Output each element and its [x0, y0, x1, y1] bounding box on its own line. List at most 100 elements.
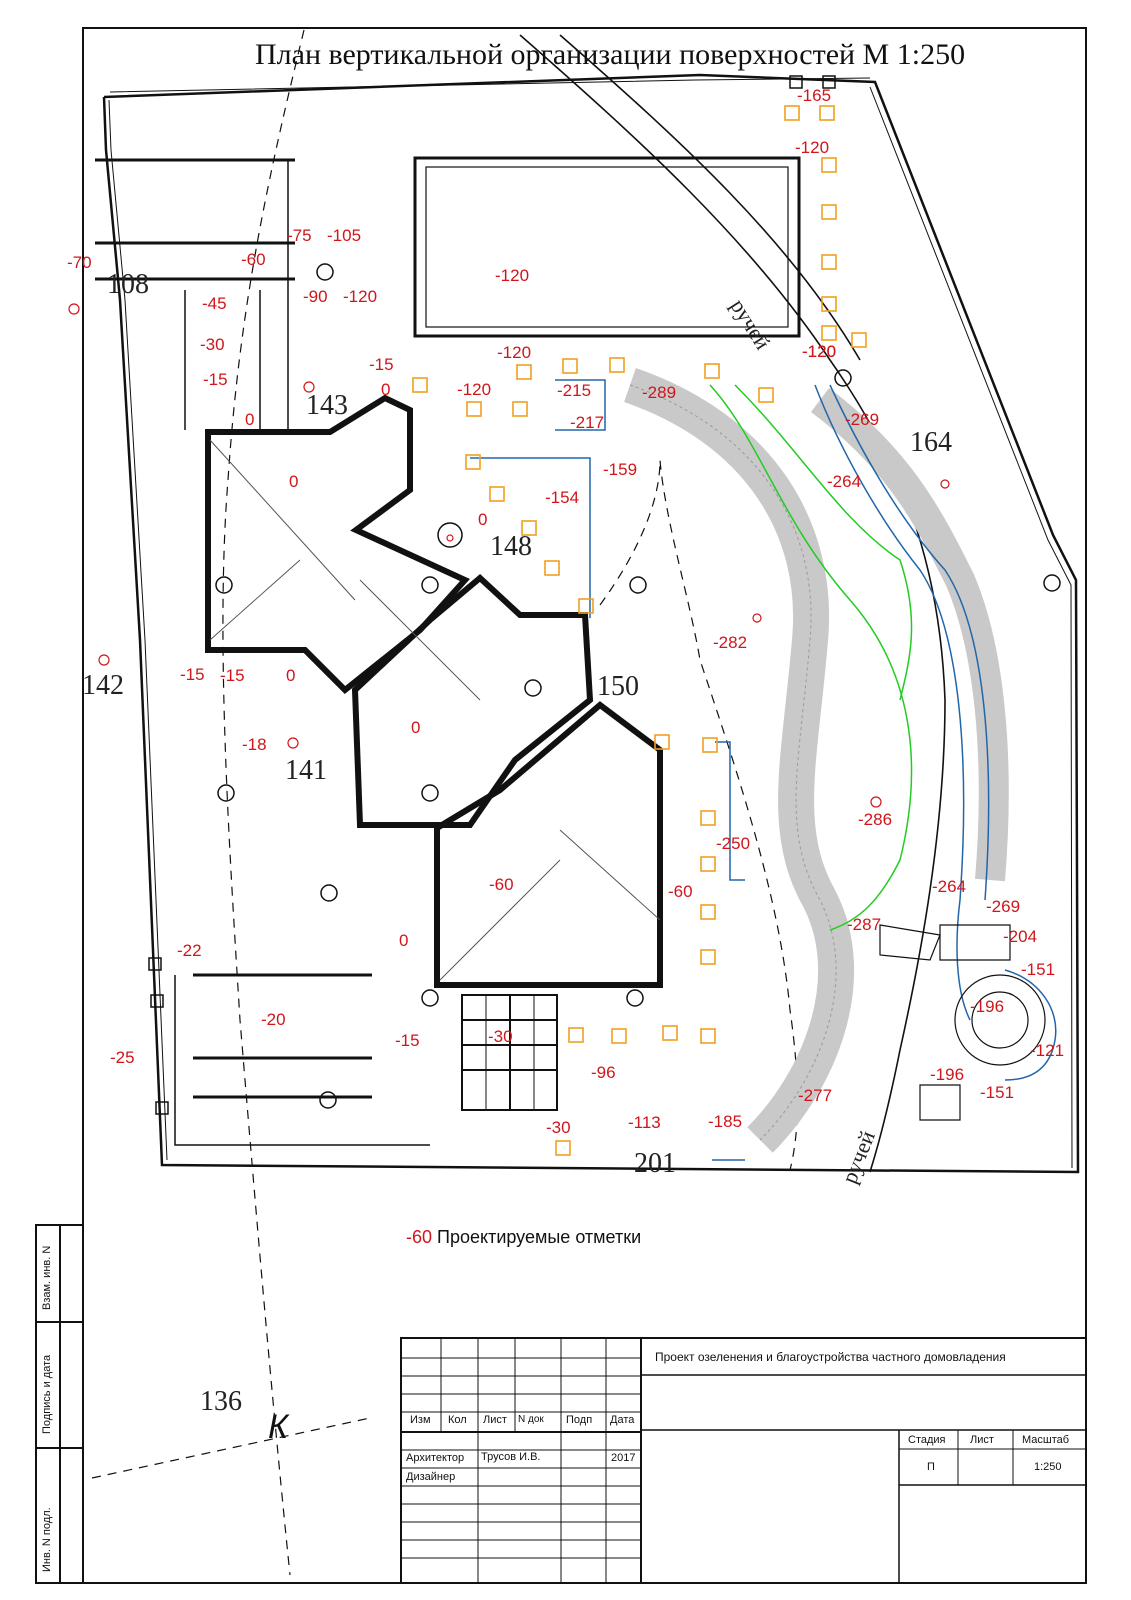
pool — [413, 156, 801, 338]
step-marker — [700, 904, 716, 920]
elevation-label: -45 — [202, 294, 227, 313]
lot-number: 143 — [306, 390, 348, 421]
elevation-label: -264 — [932, 877, 966, 896]
elevation-label: -204 — [1003, 927, 1037, 946]
survey-points — [68, 303, 950, 808]
tb-header-ndoc: N док — [518, 1414, 544, 1425]
step-marker — [578, 598, 594, 614]
property-boundary — [102, 73, 1080, 1174]
elevation-labels: -165-120-75-105-60-70-90-120-120-45-30-1… — [67, 86, 1064, 1137]
page-title: План вертикальной организации поверхност… — [255, 38, 966, 71]
elevation-label: -151 — [1021, 960, 1055, 979]
elevation-label: 0 — [381, 380, 390, 399]
lot-number: 136 — [200, 1386, 242, 1417]
elevation-label: -30 — [488, 1027, 513, 1046]
tb-header-podp: Подп — [566, 1414, 593, 1426]
elevation-label: -15 — [220, 666, 245, 685]
stepping-markers — [412, 105, 867, 1156]
elevation-label: -159 — [603, 460, 637, 479]
elevation-label: -20 — [261, 1010, 286, 1029]
step-marker — [821, 254, 837, 270]
step-marker — [562, 358, 578, 374]
elevation-label: 0 — [399, 931, 408, 950]
creek-label: ручей — [726, 294, 776, 353]
lot-number: 150 — [597, 671, 639, 702]
house-walls — [205, 394, 663, 988]
step-marker — [512, 401, 528, 417]
tb-header-list: Лист — [483, 1414, 507, 1426]
lot-number: 142 — [82, 670, 124, 701]
elevation-label: 0 — [286, 666, 295, 685]
elevation-label: -15 — [180, 665, 205, 684]
designer-role: Дизайнер — [406, 1471, 456, 1483]
elevation-label: 0 — [411, 718, 420, 737]
elevation-label: 0 — [289, 472, 298, 491]
legend-label: Проектируемые отметки — [437, 1227, 642, 1247]
elevation-label: -121 — [1030, 1041, 1064, 1060]
elevation-label: -15 — [395, 1031, 420, 1050]
elevation-label: -196 — [930, 1065, 964, 1084]
lot-number: 148 — [490, 531, 532, 562]
tree-symbols — [215, 263, 1061, 1109]
elevation-label: 0 — [478, 510, 487, 529]
tb-header-izm: Изм — [410, 1414, 431, 1426]
step-marker — [465, 454, 481, 470]
elevation-label: -120 — [497, 343, 531, 362]
sheet-label: Лист — [970, 1434, 994, 1446]
round-patio — [879, 924, 1046, 1121]
step-marker — [700, 1028, 716, 1044]
scale-label: Масштаб — [1022, 1434, 1070, 1446]
elevation-label: -154 — [545, 488, 579, 507]
elevation-label: -96 — [591, 1063, 616, 1082]
elevation-label: -75 — [287, 226, 312, 245]
elevation-label: -151 — [980, 1083, 1014, 1102]
step-marker — [821, 325, 837, 341]
elevation-label: -165 — [797, 86, 831, 105]
elevation-label: -282 — [713, 633, 747, 652]
elevation-label: -269 — [986, 897, 1020, 916]
lot-number: 164 — [910, 427, 952, 458]
elevation-label: -30 — [200, 335, 225, 354]
house-roof-lines — [209, 439, 661, 981]
creek-edges — [470, 379, 1057, 1161]
step-marker — [609, 357, 625, 373]
scale-value: 1:250 — [1034, 1461, 1062, 1473]
step-marker — [821, 204, 837, 220]
boundary-markers — [148, 75, 836, 1115]
elevation-label: -120 — [495, 266, 529, 285]
legend-value: -60 — [406, 1227, 433, 1247]
step-marker — [704, 363, 720, 379]
elevation-label: -277 — [798, 1086, 832, 1105]
elevation-label: -25 — [110, 1048, 135, 1067]
project-title: Проект озеленения и благоустройства част… — [655, 1350, 1006, 1364]
terrace-grid — [461, 994, 558, 1111]
step-marker — [851, 332, 867, 348]
pebble-path — [624, 367, 1009, 1153]
planting-contours — [709, 384, 913, 931]
elevation-label: -185 — [708, 1112, 742, 1131]
title-block — [400, 1337, 1087, 1584]
lot-number: 141 — [285, 755, 327, 786]
elevation-label: -60 — [241, 250, 266, 269]
elevation-label: -113 — [628, 1113, 661, 1132]
side-stamp — [35, 1224, 84, 1584]
legend: -60 Проектируемые отметки — [406, 1227, 641, 1248]
step-marker — [784, 105, 800, 121]
year: 2017 — [611, 1452, 636, 1464]
step-marker — [700, 949, 716, 965]
elevation-label: -105 — [327, 226, 361, 245]
elevation-label: -120 — [795, 138, 829, 157]
step-marker — [489, 486, 505, 502]
elevation-label: -250 — [716, 834, 750, 853]
elevation-label: -287 — [847, 915, 881, 934]
pergola-south — [174, 973, 430, 1146]
step-marker — [568, 1027, 584, 1043]
step-marker — [821, 296, 837, 312]
elevation-label: -30 — [546, 1118, 571, 1137]
elevation-label: -120 — [802, 342, 836, 361]
side-stamp-podpis: Подпись и дата — [41, 1354, 53, 1434]
elevation-label: -70 — [67, 253, 92, 272]
